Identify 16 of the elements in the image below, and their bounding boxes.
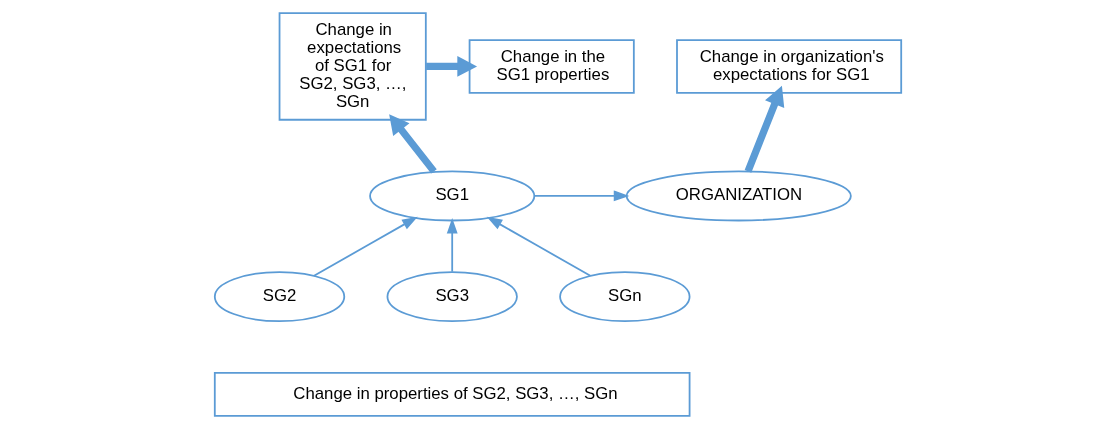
arrow (426, 56, 478, 77)
arrow (389, 114, 437, 174)
node-box: Change in expectations of SG1 for SG2, SG3, …, SGn (278, 12, 427, 121)
node-box: Change in organization's expectations for SG1 (676, 39, 903, 94)
arrow (744, 85, 785, 173)
node-ellipse: SG2 (213, 271, 346, 323)
arrow (446, 217, 458, 273)
node-box: Change in the SG1 properties (468, 39, 635, 94)
node-ellipse: SG1 (369, 170, 536, 222)
node-ellipse: SGn (559, 271, 691, 323)
node-ellipse: SG3 (386, 271, 518, 323)
arrow (533, 190, 630, 202)
node-ellipse: ORGANIZATION (625, 170, 852, 222)
node-box: Change in properties of SG2, SG3, …, SGn (213, 371, 691, 417)
arrow (313, 216, 418, 277)
arrow (486, 216, 592, 277)
